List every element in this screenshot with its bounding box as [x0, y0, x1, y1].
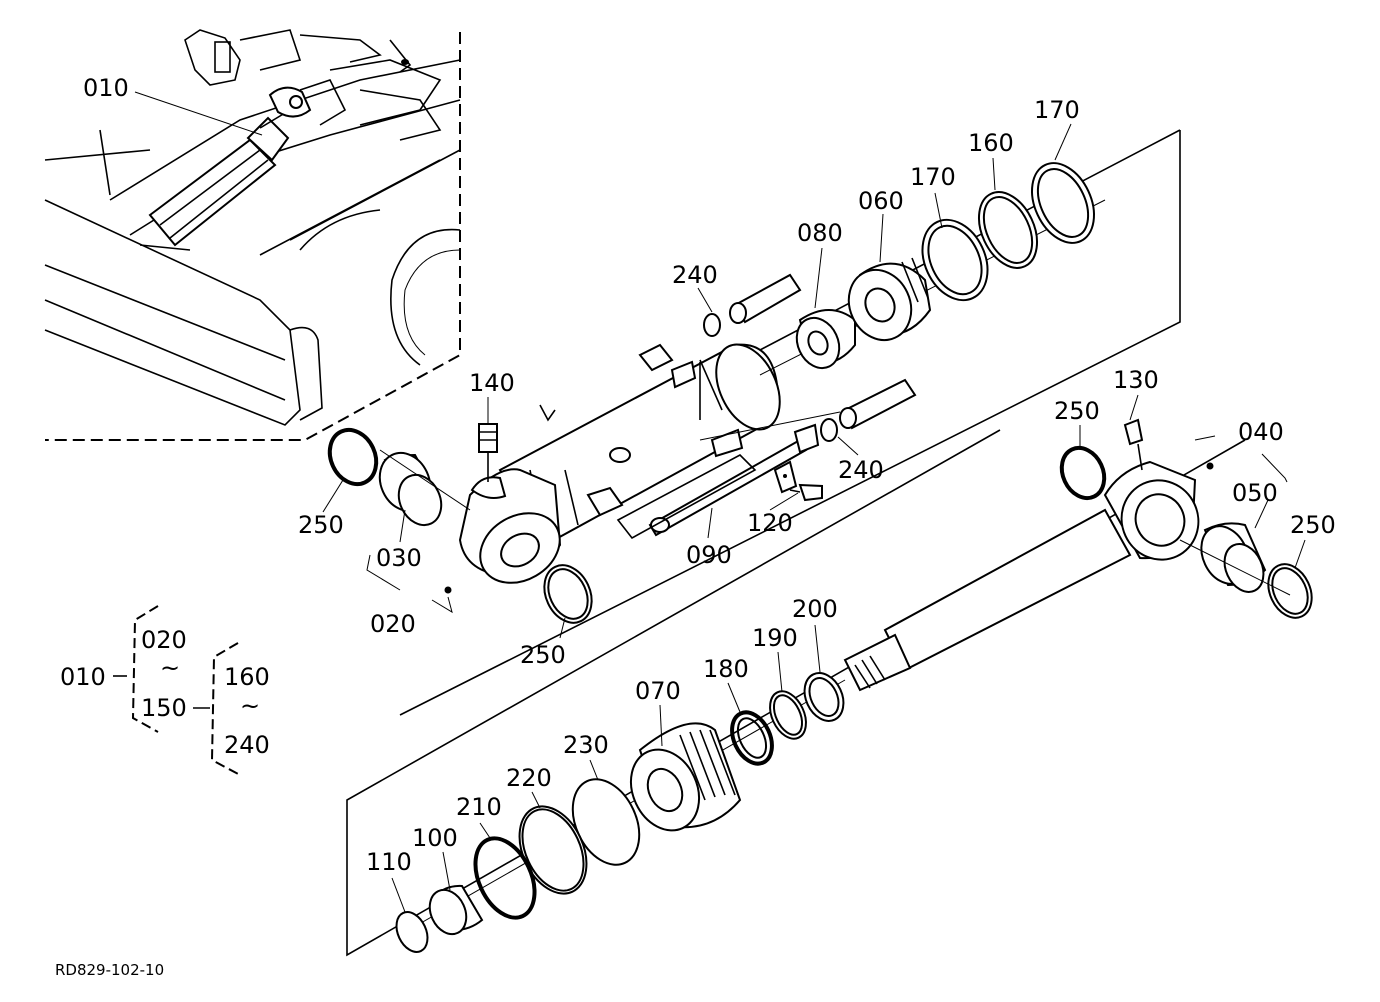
- label-160: 160: [968, 129, 1014, 157]
- label-040: 040: [1238, 418, 1284, 446]
- label-250-right: 250: [1290, 511, 1336, 539]
- label-220: 220: [506, 764, 552, 792]
- label-130: 130: [1113, 366, 1159, 394]
- label-010: 010: [83, 74, 129, 102]
- legend-range2-end: 240: [224, 731, 270, 759]
- label-140: 140: [469, 369, 515, 397]
- legend-range1-tilde: ~: [160, 654, 180, 682]
- label-050: 050: [1232, 479, 1278, 507]
- label-230: 230: [563, 731, 609, 759]
- legend-root: 010: [60, 663, 106, 691]
- label-170-right: 170: [1034, 96, 1080, 124]
- label-200: 200: [792, 595, 838, 623]
- label-100: 100: [412, 824, 458, 852]
- upper-bushing-parts: [327, 427, 593, 624]
- label-120: 120: [747, 509, 793, 537]
- label-210: 210: [456, 793, 502, 821]
- label-240-top: 240: [672, 261, 718, 289]
- hierarchy-legend: 010 020 ~ 150 160 ~ 240: [60, 605, 270, 776]
- label-110: 110: [366, 848, 412, 876]
- label-250-left: 250: [298, 511, 344, 539]
- legend-range2-start: 160: [224, 663, 270, 691]
- label-240-mid: 240: [838, 456, 884, 484]
- legend-range1-start: 020: [141, 626, 187, 654]
- part-number-labels: 010 170 160 170 060 080 240 140 240 120 …: [83, 74, 1336, 876]
- label-180: 180: [703, 655, 749, 683]
- drawing-code: RD829-102-10: [55, 961, 164, 979]
- label-070: 070: [635, 677, 681, 705]
- label-080: 080: [797, 219, 843, 247]
- label-250-center: 250: [520, 641, 566, 669]
- label-250-rod: 250: [1054, 397, 1100, 425]
- label-090: 090: [686, 541, 732, 569]
- cylinder-tube-assembly: [444, 199, 1106, 594]
- legend-range2-tilde: ~: [240, 692, 260, 720]
- label-060: 060: [858, 187, 904, 215]
- piston-rod-assembly: [843, 418, 1313, 692]
- upper-piston-parts: [795, 162, 1095, 370]
- inset-machine-view: [44, 29, 461, 441]
- leader-lines: [134, 91, 1306, 913]
- label-020: 020: [370, 610, 416, 638]
- label-190: 190: [752, 624, 798, 652]
- label-170-left: 170: [910, 163, 956, 191]
- legend-range1-end: 150: [141, 694, 187, 722]
- label-030: 030: [376, 544, 422, 572]
- lower-gland-parts: [395, 672, 846, 953]
